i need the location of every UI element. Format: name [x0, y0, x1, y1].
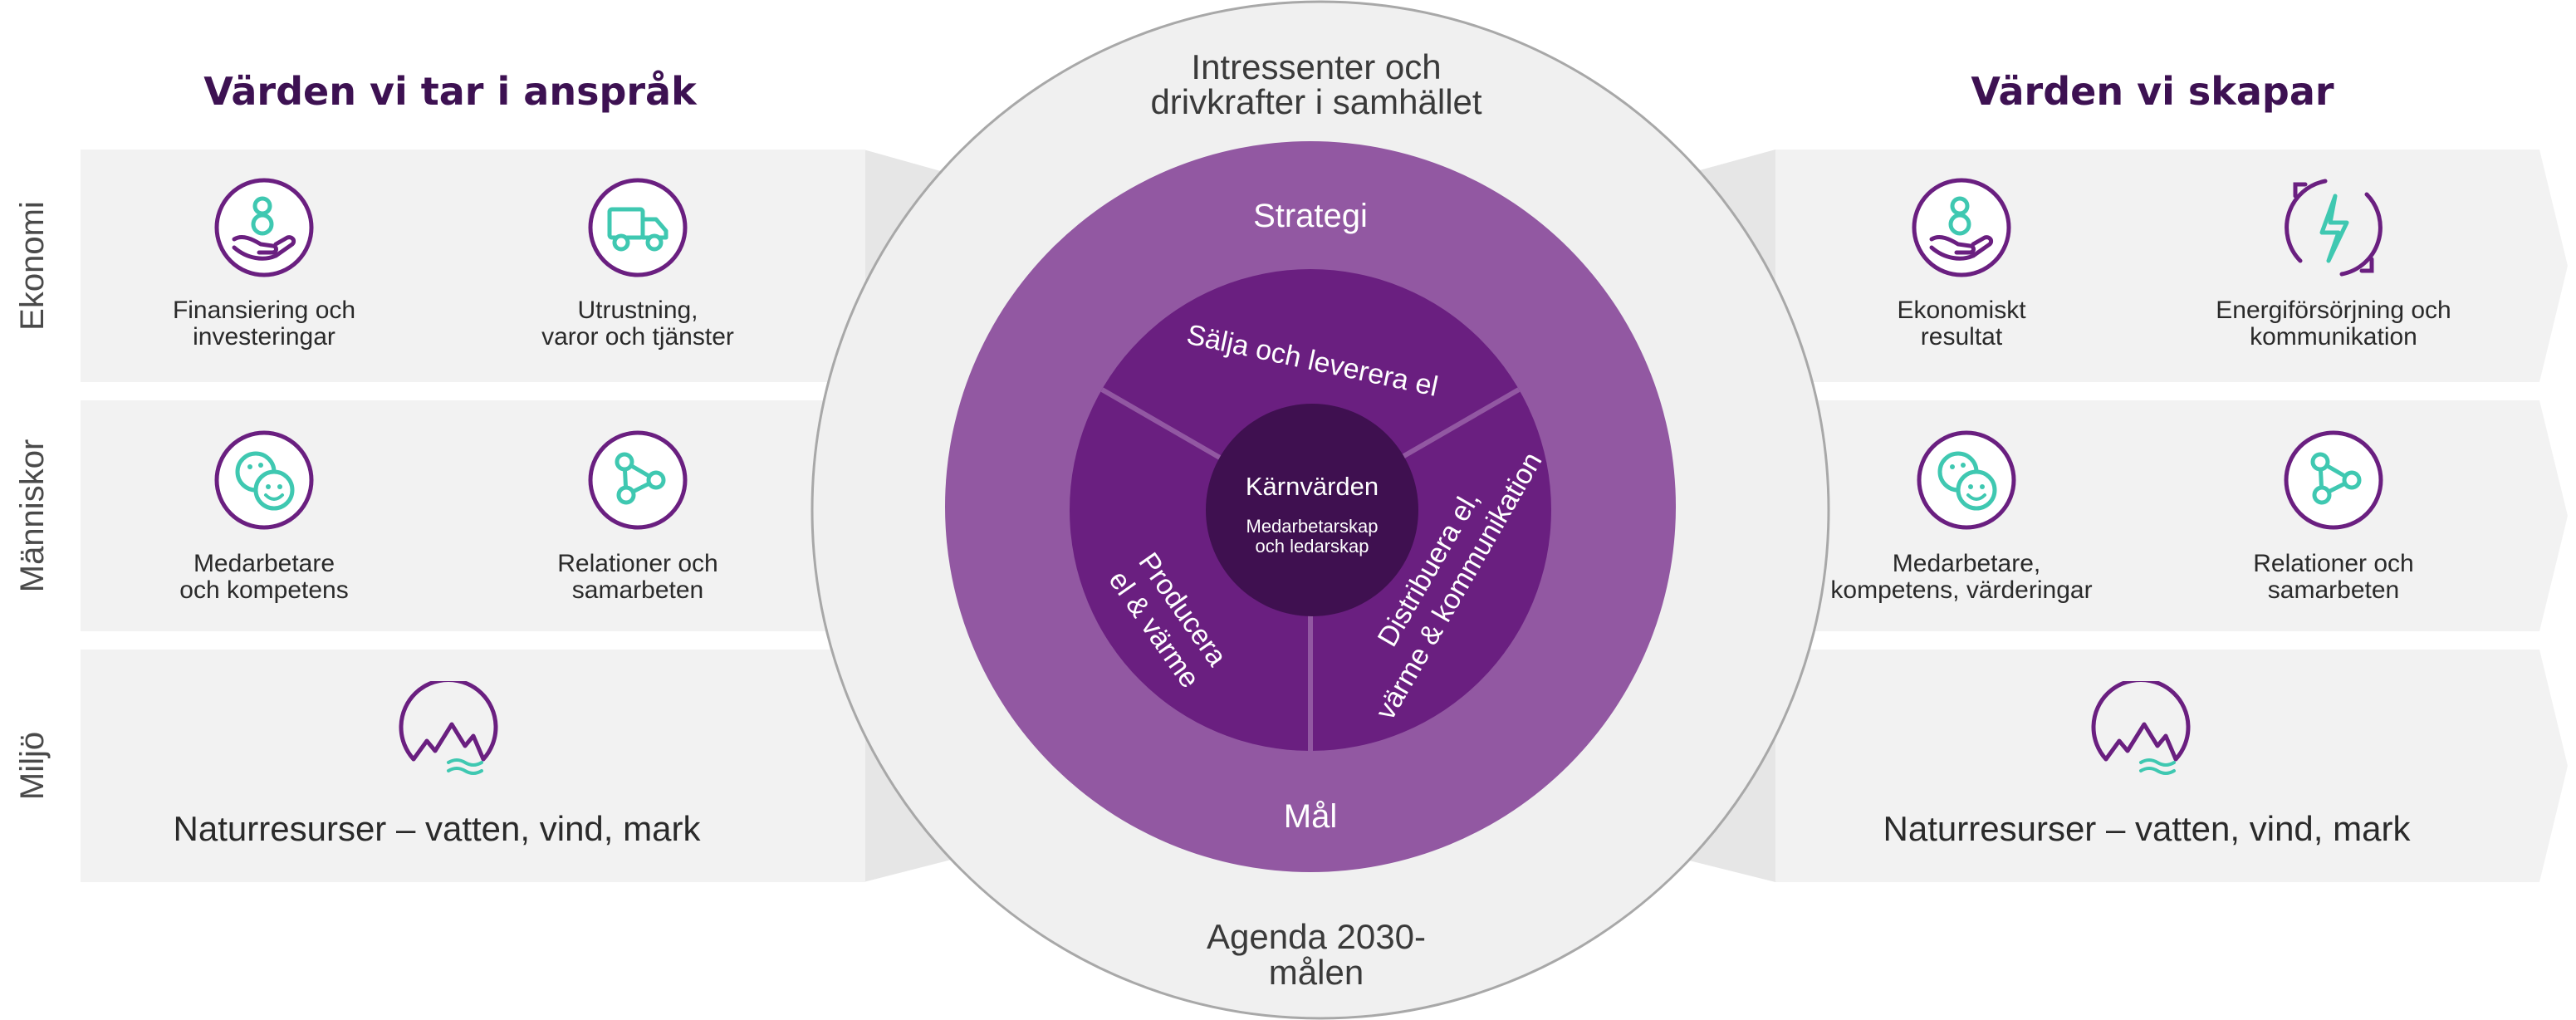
core-sub1: Medarbetarskap: [1246, 516, 1379, 537]
hand-coins-icon: [1914, 180, 2009, 275]
item-label: Naturresurser – vatten, vind, mark: [1883, 809, 2412, 848]
core-sub2: och ledarskap: [1256, 536, 1369, 557]
side-label-manniskor: Människor: [14, 439, 51, 593]
item-label: Relationer och: [2253, 550, 2413, 577]
right-row-3: [1775, 650, 2568, 882]
strategy-label: Strategi: [1253, 198, 1368, 234]
item-label: resultat: [1921, 323, 2003, 351]
core-circle: [1206, 404, 1418, 616]
item-label: Medarbetare,: [1893, 550, 2040, 577]
network-nodes-icon: [590, 433, 685, 527]
outer-bottom-line1: Agenda 2030-: [1207, 917, 1426, 956]
item-label: Ekonomiskt: [1897, 297, 2026, 324]
outer-bottom-line2: målen: [1269, 953, 1364, 992]
goal-label: Mål: [1284, 798, 1337, 835]
item-label: och kompetens: [179, 576, 348, 604]
core-title: Kärnvärden: [1246, 472, 1379, 501]
item-label: kompetens, värderingar: [1830, 576, 2092, 604]
right-title: Värden vi skapar: [1971, 69, 2334, 114]
left-row-manniskor: [81, 400, 865, 631]
truck-icon: [590, 180, 685, 275]
center-model: Intressenter och drivkrafter i samhället…: [811, 0, 1830, 1020]
left-title: Värden vi tar i anspråk: [203, 69, 698, 114]
item-label: Utrustning,: [577, 297, 698, 324]
smiley-faces-icon: [1919, 433, 2014, 527]
item-label: Naturresurser – vatten, vind, mark: [174, 809, 702, 848]
item-label: samarbeten: [572, 576, 703, 604]
item-label: Finansiering och: [173, 297, 355, 324]
item-label: varor och tjänster: [541, 323, 734, 351]
side-label-miljo: Miljö: [14, 732, 51, 800]
smiley-faces-icon: [217, 433, 311, 527]
hand-coins-icon: [217, 180, 311, 275]
outer-top-line1: Intressenter och: [1191, 47, 1441, 86]
left-panel: [81, 150, 865, 882]
item-label: Energiförsörjning och: [2216, 297, 2451, 324]
right-row-1: [1775, 150, 2568, 382]
item-label: Relationer och: [557, 550, 717, 577]
left-row-ekonomi: [81, 150, 865, 382]
item-label: kommunikation: [2250, 323, 2417, 351]
item-label: samarbeten: [2268, 576, 2399, 604]
item-label: Medarbetare: [193, 550, 335, 577]
outer-top-line2: drivkrafter i samhället: [1150, 82, 1481, 121]
side-label-ekonomi: Ekonomi: [14, 201, 51, 331]
item-label: investeringar: [193, 323, 335, 351]
network-nodes-icon: [2286, 433, 2381, 527]
